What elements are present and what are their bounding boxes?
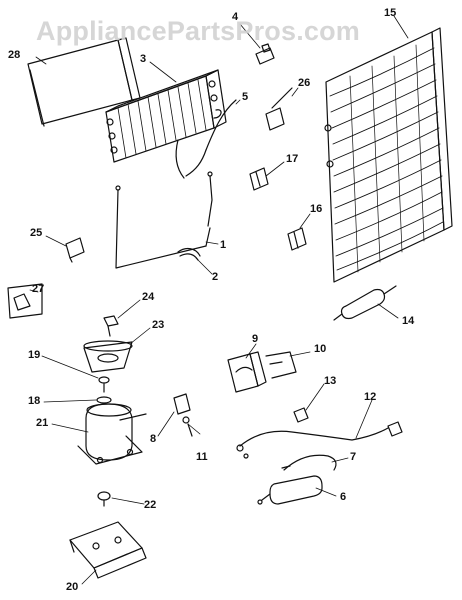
- callout-3: 3: [140, 53, 147, 65]
- callout-6: 6: [340, 491, 347, 503]
- callout-9: 9: [252, 333, 259, 345]
- callout-2: 2: [212, 271, 219, 283]
- callout-4: 4: [232, 11, 239, 23]
- callout-7: 7: [350, 451, 357, 463]
- callout-26: 26: [298, 77, 311, 89]
- callout-27: 27: [32, 283, 45, 295]
- callout-21: 21: [36, 417, 49, 429]
- part-16-clip: [287, 227, 307, 251]
- part-3-coil: [105, 69, 227, 163]
- callout-15: 15: [384, 7, 397, 19]
- part-14-drier: [333, 285, 397, 321]
- callout-13: 13: [324, 375, 337, 387]
- callout-25: 25: [30, 227, 43, 239]
- callout-5: 5: [242, 91, 249, 103]
- part-27-cover: [7, 283, 43, 319]
- callout-18: 18: [28, 395, 41, 407]
- callout-1: 1: [220, 239, 227, 251]
- part-18-washer: [96, 396, 112, 404]
- callout-23: 23: [152, 319, 165, 331]
- part-1-heater-wire: [115, 171, 213, 269]
- part-20-base: [69, 521, 147, 579]
- callout-24: 24: [142, 291, 155, 303]
- callout-28: 28: [8, 49, 21, 61]
- part-5-tube: [175, 99, 237, 179]
- part-13-plug: [293, 407, 309, 423]
- part-19-washer: [98, 376, 110, 393]
- callout-14: 14: [402, 315, 415, 327]
- part-28-panel: [27, 37, 141, 127]
- callout-10: 10: [314, 343, 327, 355]
- part-22-grommet: [97, 491, 111, 507]
- part-12-harness: [236, 421, 403, 459]
- part-10-clip: [265, 351, 297, 379]
- callout-11: 11: [196, 451, 208, 463]
- callout-16: 16: [310, 203, 323, 215]
- callout-12: 12: [364, 391, 377, 403]
- part-24-nut: [103, 315, 119, 337]
- part-9-overload: [227, 351, 267, 393]
- callout-8: 8: [150, 433, 157, 445]
- leader-lines: [29, 15, 409, 585]
- part-21-compressor: [77, 403, 147, 465]
- part-7-strap: [281, 454, 337, 471]
- callout-19: 19: [28, 349, 41, 361]
- part-25-clip: [65, 237, 85, 263]
- part-17-clip: [249, 167, 269, 191]
- watermark-logo: AppliancePartsPros.com: [36, 16, 361, 46]
- part-26-bracket: [265, 87, 293, 131]
- part-6-capacitor: [257, 475, 323, 505]
- part-23-grommet: [83, 340, 133, 373]
- callout-17: 17: [286, 153, 299, 165]
- part-15-evaporator: [324, 27, 453, 283]
- part-4-clip: [255, 43, 275, 65]
- callout-20: 20: [66, 581, 79, 593]
- callout-22: 22: [144, 499, 157, 511]
- part-8-relay: [173, 393, 193, 437]
